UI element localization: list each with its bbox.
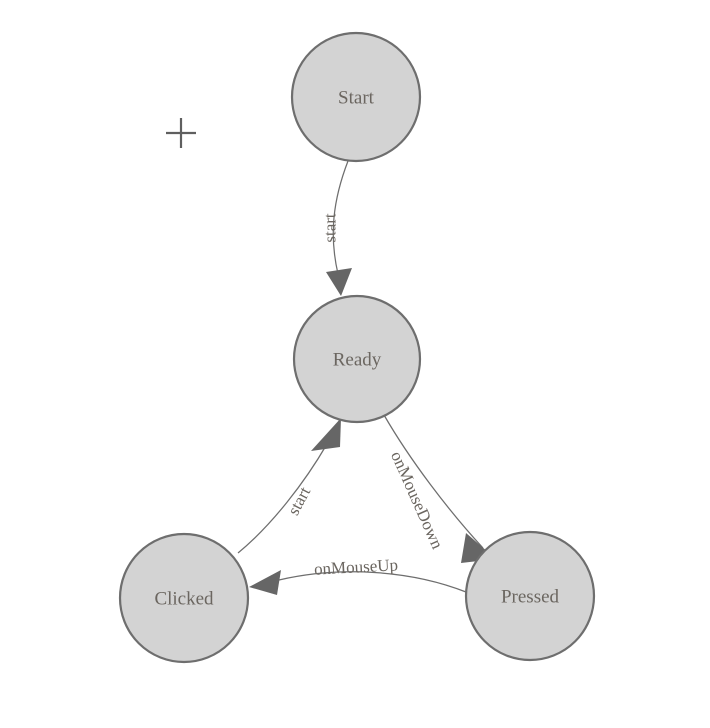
arrowhead-ready-top	[326, 268, 352, 296]
edge-clicked-to-ready-path	[237, 443, 328, 554]
arrowhead-ready-bottomleft	[311, 418, 341, 451]
node-ready-label: Ready	[333, 350, 382, 371]
node-clicked[interactable]: Clicked	[118, 532, 250, 664]
node-ready-circle[interactable]	[292, 294, 422, 424]
edge-ready-to-pressed-path	[383, 414, 484, 549]
edge-label-ready-to-pressed: onMouseDown	[387, 448, 447, 552]
node-ready[interactable]: Ready	[292, 294, 422, 424]
edge-pressed-to-clicked-path	[278, 571, 467, 593]
node-start-circle[interactable]	[290, 31, 422, 163]
edge-label-pressed-to-clicked: onMouseUp	[314, 555, 399, 578]
edge-label-clicked-to-ready: start	[284, 483, 315, 518]
edge-label-start-to-ready: start	[321, 213, 340, 243]
node-pressed-circle[interactable]	[464, 530, 596, 662]
node-start-label: Start	[338, 88, 375, 109]
node-pressed-label: Pressed	[501, 587, 560, 608]
arrowhead-clicked-right	[249, 570, 281, 595]
node-clicked-circle[interactable]	[118, 532, 250, 664]
edge-pressed-to-clicked[interactable]: onMouseUp	[249, 555, 467, 595]
node-clicked-label: Clicked	[154, 589, 214, 610]
edge-start-to-ready-path	[332, 160, 349, 275]
node-pressed[interactable]: Pressed	[464, 530, 596, 662]
edge-start-to-ready[interactable]: start	[321, 160, 353, 296]
edge-clicked-to-ready[interactable]: start	[237, 418, 341, 554]
edge-ready-to-pressed[interactable]: onMouseDown	[383, 414, 496, 563]
crosshair-icon[interactable]	[166, 118, 196, 148]
node-start[interactable]: Start	[290, 31, 422, 163]
